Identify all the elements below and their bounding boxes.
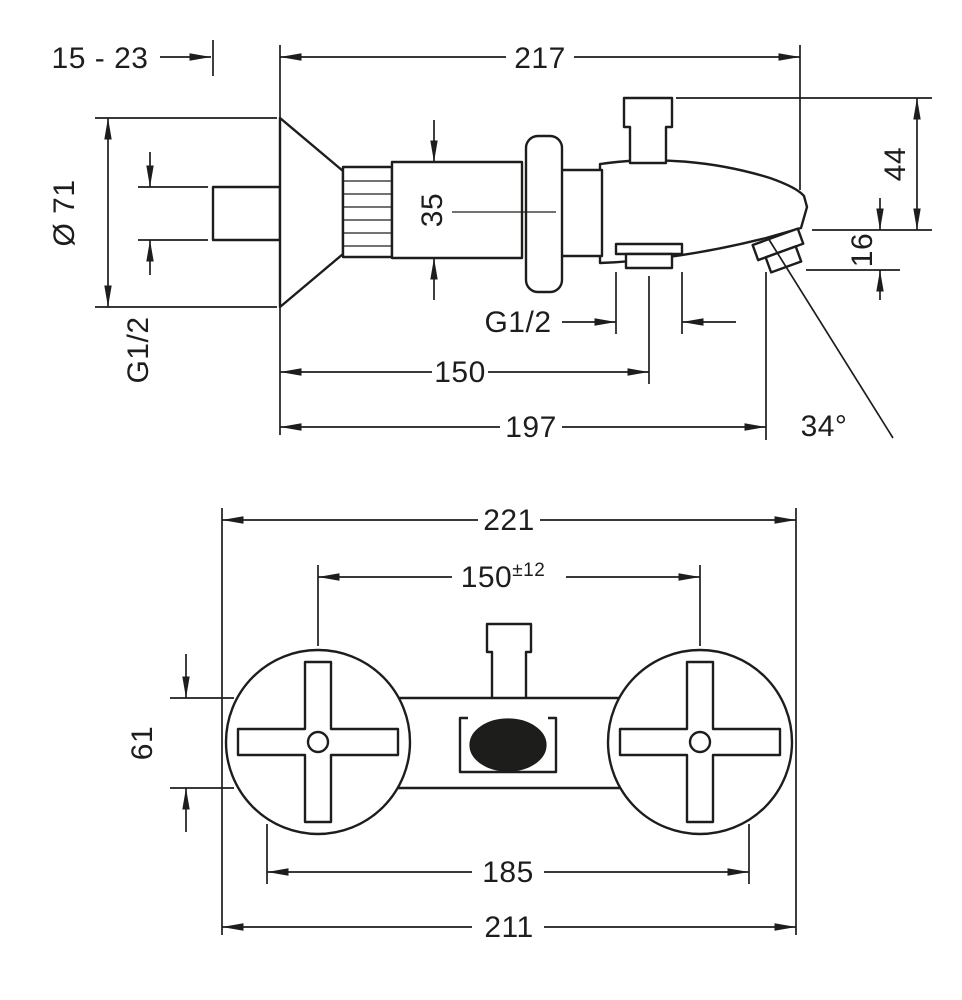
dim-body-height: 35 [416, 120, 449, 300]
right-handle-hub [688, 730, 712, 754]
wall-nipple [211, 185, 282, 242]
union-nut-body [341, 165, 394, 259]
faucet-front-profile [224, 622, 794, 836]
dim-hose-outlet-distance-label: 150 [434, 356, 486, 389]
front-view: 221 150±12 61 185 [126, 504, 797, 944]
dim-overall-length: 217 [279, 42, 801, 435]
dim-wall-depth-label: 15 - 23 [52, 42, 149, 75]
top-outlet-front [485, 622, 533, 702]
dim-overall-length-label: 217 [514, 42, 566, 75]
dim-spout-tip-height-label: 16 [846, 233, 879, 267]
handle-profile [524, 134, 604, 294]
dim-overall-width: 221 [221, 504, 797, 935]
dim-port-centers-label: 185 [482, 856, 534, 889]
dim-connection-centers-label: 150±12 [461, 560, 546, 594]
dim-body-height-front-label: 61 [126, 726, 159, 760]
spout-front [469, 718, 547, 772]
spout-collar [458, 716, 558, 774]
dim-bottom-thread: G1/2 [484, 272, 736, 339]
dim-connection-centers: 150±12 [317, 560, 701, 646]
dim-connection-centers-tolerance: ±12 [512, 560, 545, 581]
left-handle-hub [306, 730, 330, 754]
escutcheon-cone [278, 116, 345, 309]
hose-outlet-flange [614, 242, 684, 256]
dim-spout-reach-label: 197 [505, 411, 557, 444]
dim-spout-angle-label: 34° [801, 410, 848, 443]
faucet-side-profile [211, 96, 809, 309]
hose-outlet [614, 242, 684, 270]
valve-body [390, 160, 524, 260]
dim-hose-outlet-distance: 150 [280, 276, 650, 389]
hose-outlet-thread [624, 252, 674, 270]
top-outlet [622, 96, 674, 165]
dim-outlet-height-label: 44 [879, 147, 912, 181]
dim-spout-tip-height: 16 [806, 198, 900, 300]
dim-wall-thread-label: G1/2 [122, 316, 155, 383]
dim-bottom-thread-label: G1/2 [484, 306, 551, 339]
dim-port-centers: 185 [266, 824, 750, 889]
dim-spout-angle: 34° [767, 237, 894, 443]
handle-arm [524, 134, 564, 294]
dim-flange-diameter: Ø 71 [48, 117, 277, 308]
union-nut [341, 165, 394, 259]
side-view: 15 - 23 217 Ø 71 G1/2 [48, 40, 932, 444]
dim-escutcheon-width: 211 [222, 911, 796, 944]
dim-flange-diameter-label: Ø 71 [48, 179, 81, 246]
dim-body-height-front: 61 [126, 654, 234, 832]
dim-overall-width-label: 221 [483, 504, 535, 537]
dim-connection-centers-value: 150 [461, 561, 513, 594]
dim-wall-depth: 15 - 23 [52, 40, 214, 76]
angle-line [767, 237, 894, 439]
dim-body-height-label: 35 [416, 193, 449, 227]
dim-escutcheon-width-label: 211 [484, 911, 533, 944]
dim-outlet-height: 44 [676, 97, 932, 231]
dim-wall-thread: G1/2 [122, 152, 208, 384]
dim-spout-reach: 197 [280, 272, 767, 444]
